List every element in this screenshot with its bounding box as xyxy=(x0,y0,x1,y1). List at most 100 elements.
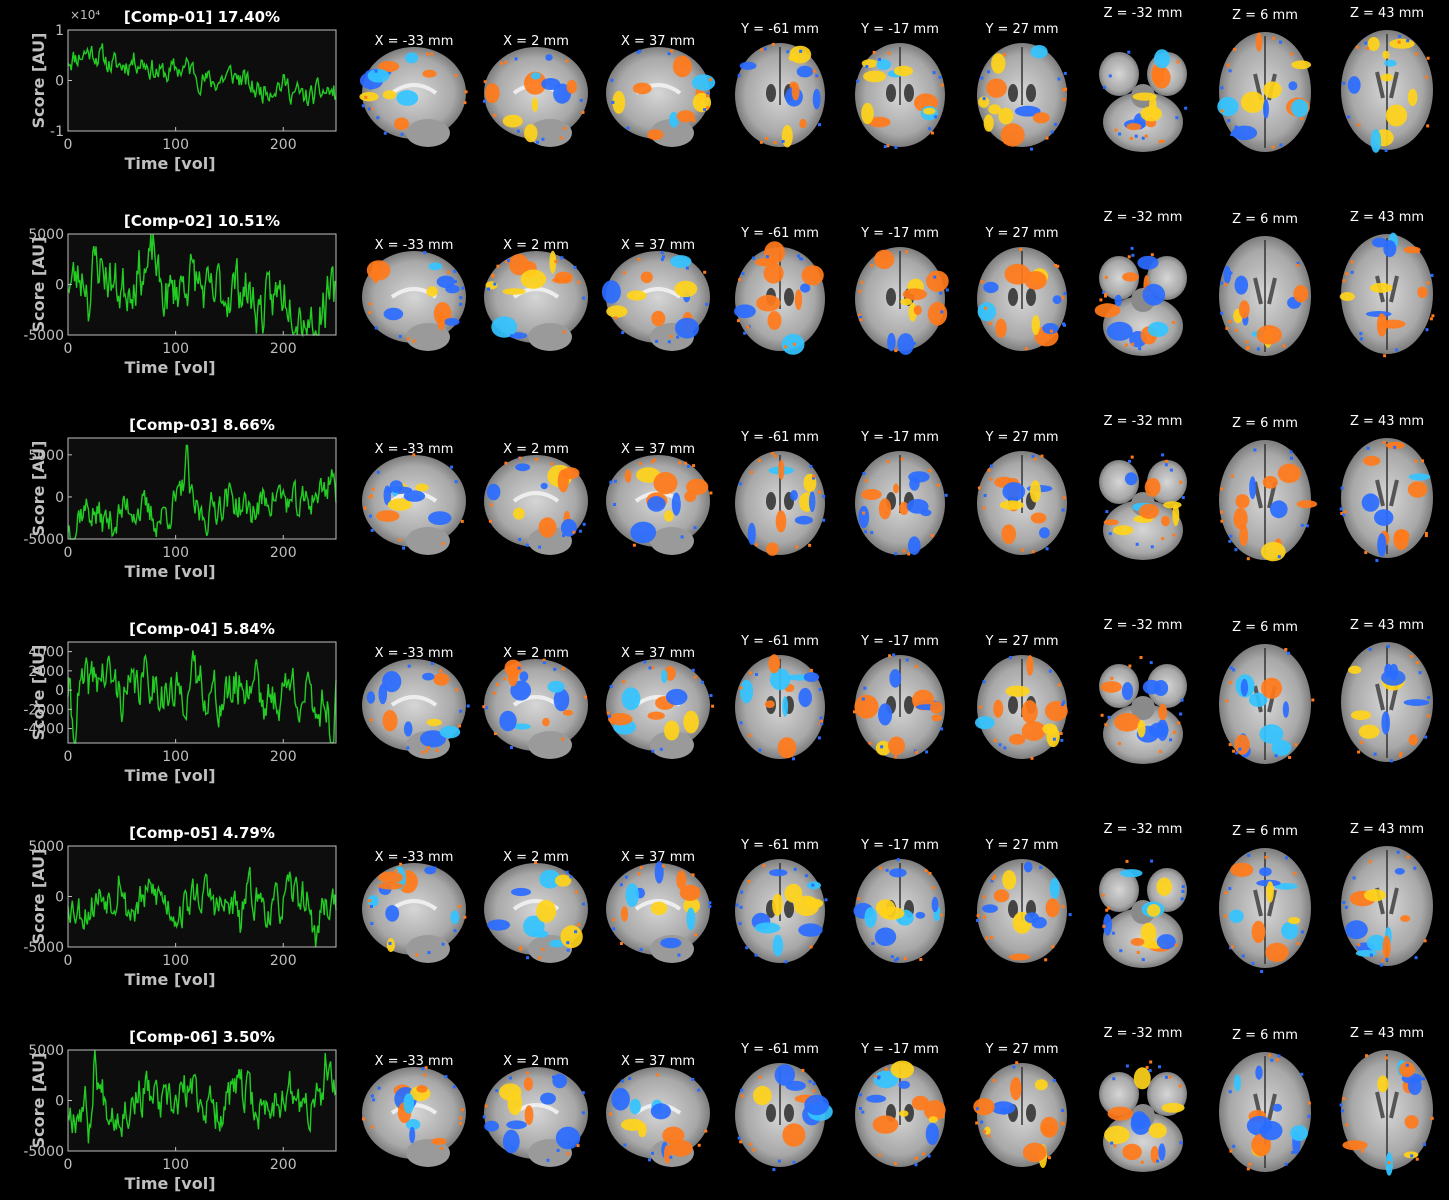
slice-label: Y = 27 mm xyxy=(985,838,1059,853)
brain-slice-sagittal xyxy=(482,1067,588,1167)
slice-label: Y = -17 mm xyxy=(861,226,939,241)
slice-label: Z = -32 mm xyxy=(1103,1026,1183,1041)
x-tick-label: 100 xyxy=(162,341,189,357)
x-tick-label: 0 xyxy=(64,137,73,153)
slice-label: Y = -17 mm xyxy=(861,1042,939,1057)
slice-label: Z = 43 mm xyxy=(1349,414,1425,429)
component-title: [Comp-01] 17.40% xyxy=(123,8,281,26)
x-tick-label: 200 xyxy=(270,749,297,765)
brain-slice-coronal xyxy=(853,653,945,759)
y-tick-label: 0 xyxy=(55,1094,64,1110)
brain-slice-axial xyxy=(1099,49,1188,152)
brain-slice-axial xyxy=(1341,30,1433,153)
y-tick-label: 0 xyxy=(55,490,64,506)
y-tick-label: 2000 xyxy=(28,664,64,680)
component-title: [Comp-03] 8.66% xyxy=(129,416,275,434)
slice-label: Y = 27 mm xyxy=(985,1042,1059,1057)
slice-label: X = 37 mm xyxy=(620,646,696,661)
slice-label: Y = -17 mm xyxy=(861,838,939,853)
slice-label: Z = 43 mm xyxy=(1349,1026,1425,1041)
x-tick-label: 100 xyxy=(162,953,189,969)
brain-slice-axial xyxy=(1219,236,1311,356)
x-tick-label: 0 xyxy=(64,1157,73,1173)
x-tick-label: 100 xyxy=(162,1157,189,1173)
brain-slice-sagittal xyxy=(606,455,713,555)
x-tick-label: 100 xyxy=(162,749,189,765)
brain-slice-sagittal xyxy=(606,1067,710,1167)
brain-slice-sagittal xyxy=(606,659,715,759)
brain-slice-coronal xyxy=(734,241,825,355)
brain-slice-axial xyxy=(1341,642,1433,763)
x-tick-label: 100 xyxy=(162,137,189,153)
brain-slice-sagittal xyxy=(362,453,466,555)
brain-slice-coronal xyxy=(735,1063,833,1172)
slice-label: Z = -32 mm xyxy=(1103,210,1183,225)
x-axis-label: Time [vol] xyxy=(124,766,215,785)
slice-label: X = 37 mm xyxy=(620,442,696,457)
brain-slice-coronal xyxy=(977,247,1067,351)
slice-label: Z = -32 mm xyxy=(1103,414,1183,429)
axis-exponent: ×10⁴ xyxy=(70,8,101,22)
axes-frame xyxy=(67,437,337,540)
brain-slice-coronal xyxy=(735,654,825,761)
slice-label: Z = 6 mm xyxy=(1232,824,1298,839)
slice-label: Y = 27 mm xyxy=(985,430,1059,445)
y-axis-label: Score [AU] xyxy=(29,237,48,333)
slice-label: X = 2 mm xyxy=(503,646,569,661)
brain-slice-sagittal xyxy=(362,862,467,963)
slice-label: Z = 6 mm xyxy=(1232,416,1298,431)
x-tick-label: 0 xyxy=(64,749,73,765)
brain-slice-coronal xyxy=(855,1060,946,1167)
x-tick-label: 100 xyxy=(162,545,189,561)
brain-slice-sagittal xyxy=(606,861,712,963)
timecourse-line xyxy=(67,866,337,948)
brain-slice-coronal xyxy=(976,859,1072,963)
slice-label: Y = -61 mm xyxy=(741,226,819,241)
timecourse-line xyxy=(67,650,337,744)
x-tick-label: 200 xyxy=(270,953,297,969)
brain-slice-axial xyxy=(1339,438,1433,562)
slice-label: X = -33 mm xyxy=(374,1054,454,1069)
y-axis-label: Score [AU] xyxy=(29,645,48,741)
brain-slice-sagittal xyxy=(362,1066,466,1167)
y-axis-label: Score [AU] xyxy=(29,441,48,537)
x-tick-label: 200 xyxy=(270,137,297,153)
slice-label: X = 2 mm xyxy=(503,238,569,253)
brain-slice-axial xyxy=(1094,246,1187,356)
slice-label: X = 37 mm xyxy=(620,34,696,49)
y-tick-label: -5000 xyxy=(23,532,64,548)
brain-slice-sagittal xyxy=(362,659,470,759)
x-axis-label: Time [vol] xyxy=(124,358,215,377)
y-tick-label: -5000 xyxy=(23,328,64,344)
y-tick-label: 5000 xyxy=(28,839,64,855)
brain-slice-coronal xyxy=(735,859,828,964)
timecourse-line xyxy=(67,444,337,540)
slice-label: Y = -17 mm xyxy=(861,22,939,37)
brain-slice-coronal xyxy=(975,655,1068,760)
brain-slice-coronal xyxy=(855,247,949,355)
x-tick-label: 200 xyxy=(270,1157,297,1173)
brain-slice-sagittal xyxy=(362,251,466,351)
x-tick-label: 200 xyxy=(270,545,297,561)
y-tick-label: -5000 xyxy=(23,1144,64,1160)
slice-label: X = -33 mm xyxy=(374,646,454,661)
slice-label: Y = 27 mm xyxy=(985,22,1059,37)
y-tick-label: 0 xyxy=(55,278,64,294)
timecourse-line xyxy=(67,1049,337,1144)
x-axis-label: Time [vol] xyxy=(124,562,215,581)
brain-slice-coronal xyxy=(977,43,1068,151)
slice-label: Y = 27 mm xyxy=(985,226,1059,241)
slice-label: X = -33 mm xyxy=(374,238,454,253)
brain-slice-axial xyxy=(1099,656,1187,764)
component-title: [Comp-02] 10.51% xyxy=(123,212,281,230)
brain-slice-sagittal xyxy=(606,47,716,147)
brain-slice-axial xyxy=(1219,848,1311,973)
brain-slice-coronal xyxy=(735,451,826,556)
component-title: [Comp-06] 3.50% xyxy=(129,1028,275,1046)
x-tick-label: 0 xyxy=(64,341,73,357)
y-tick-label: 5000 xyxy=(28,227,64,243)
brain-slice-axial xyxy=(1217,32,1312,152)
